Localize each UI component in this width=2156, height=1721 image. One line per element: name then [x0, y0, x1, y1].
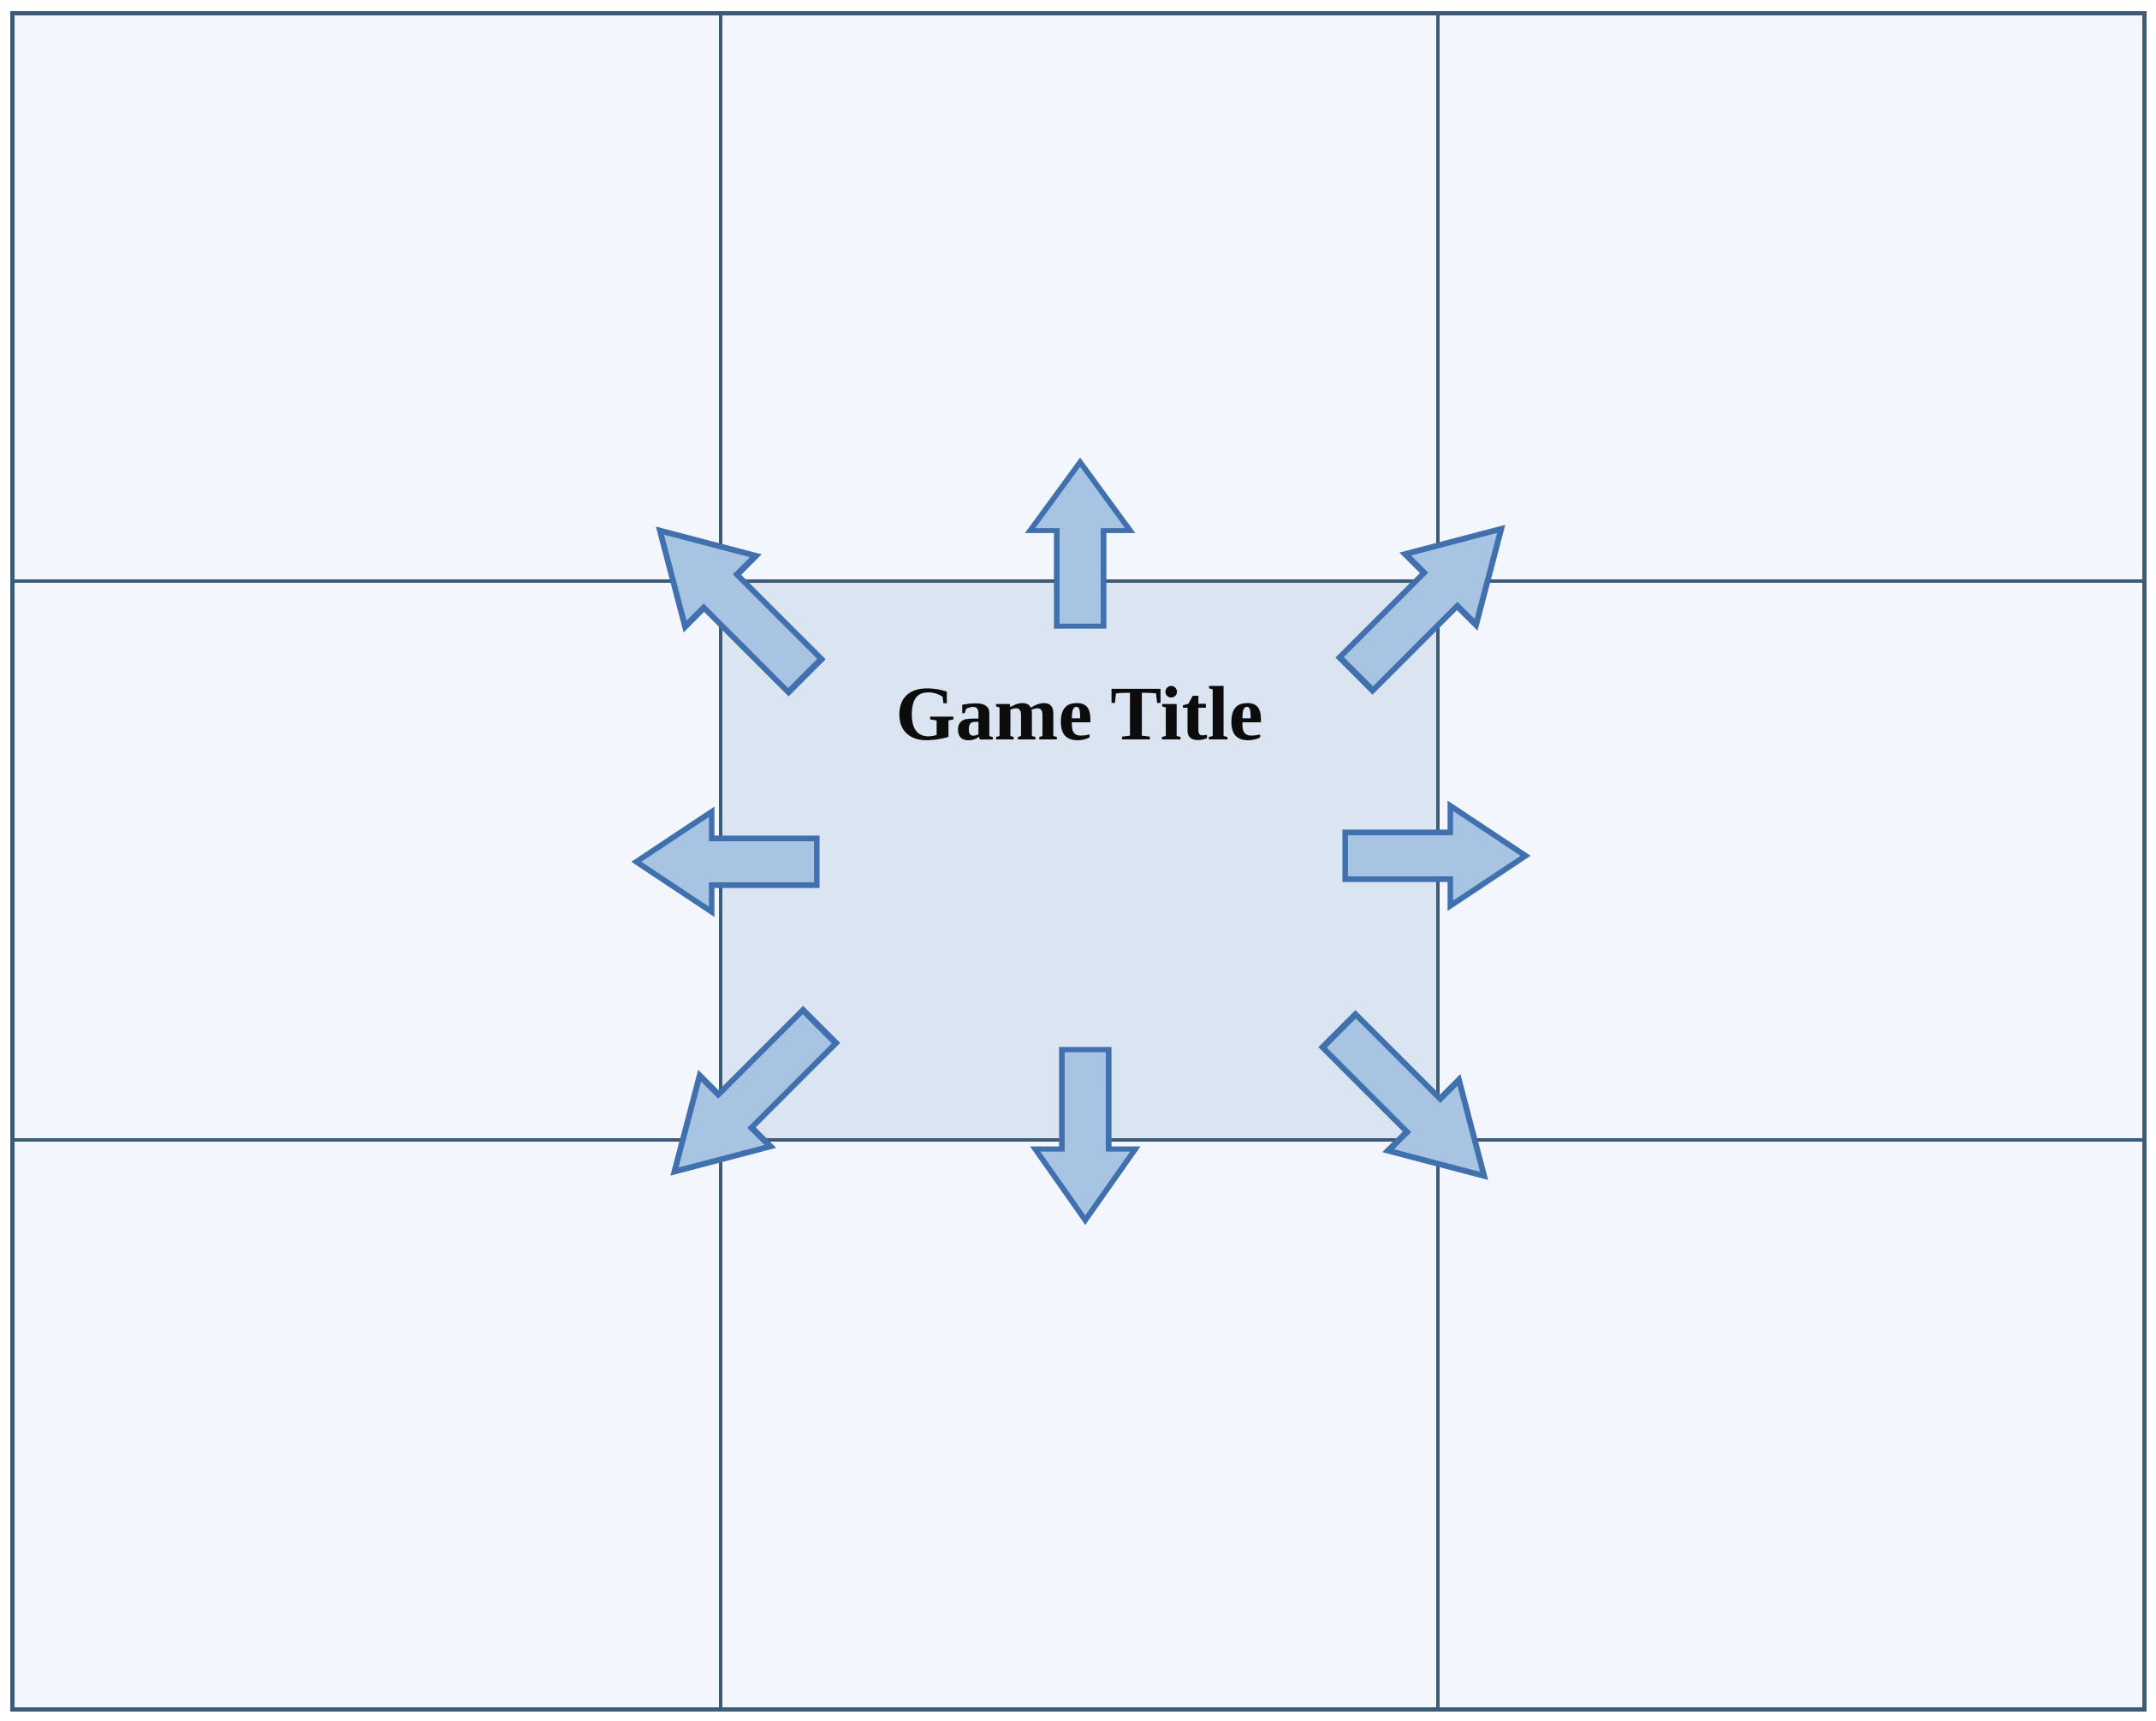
arrow-up-right-icon — [1314, 485, 1545, 716]
screen-map-grid: Game Title — [10, 11, 2147, 1712]
arrow-down-icon — [1029, 1047, 1142, 1225]
arrow-down-left-icon — [631, 984, 862, 1215]
arrow-left-icon — [632, 805, 820, 918]
game-title-label: Game Title — [895, 672, 1263, 757]
arrow-up-left-icon — [616, 487, 847, 718]
arrow-right-icon — [1342, 799, 1530, 912]
arrow-down-right-icon — [1297, 988, 1528, 1220]
arrow-up-icon — [1024, 458, 1137, 629]
